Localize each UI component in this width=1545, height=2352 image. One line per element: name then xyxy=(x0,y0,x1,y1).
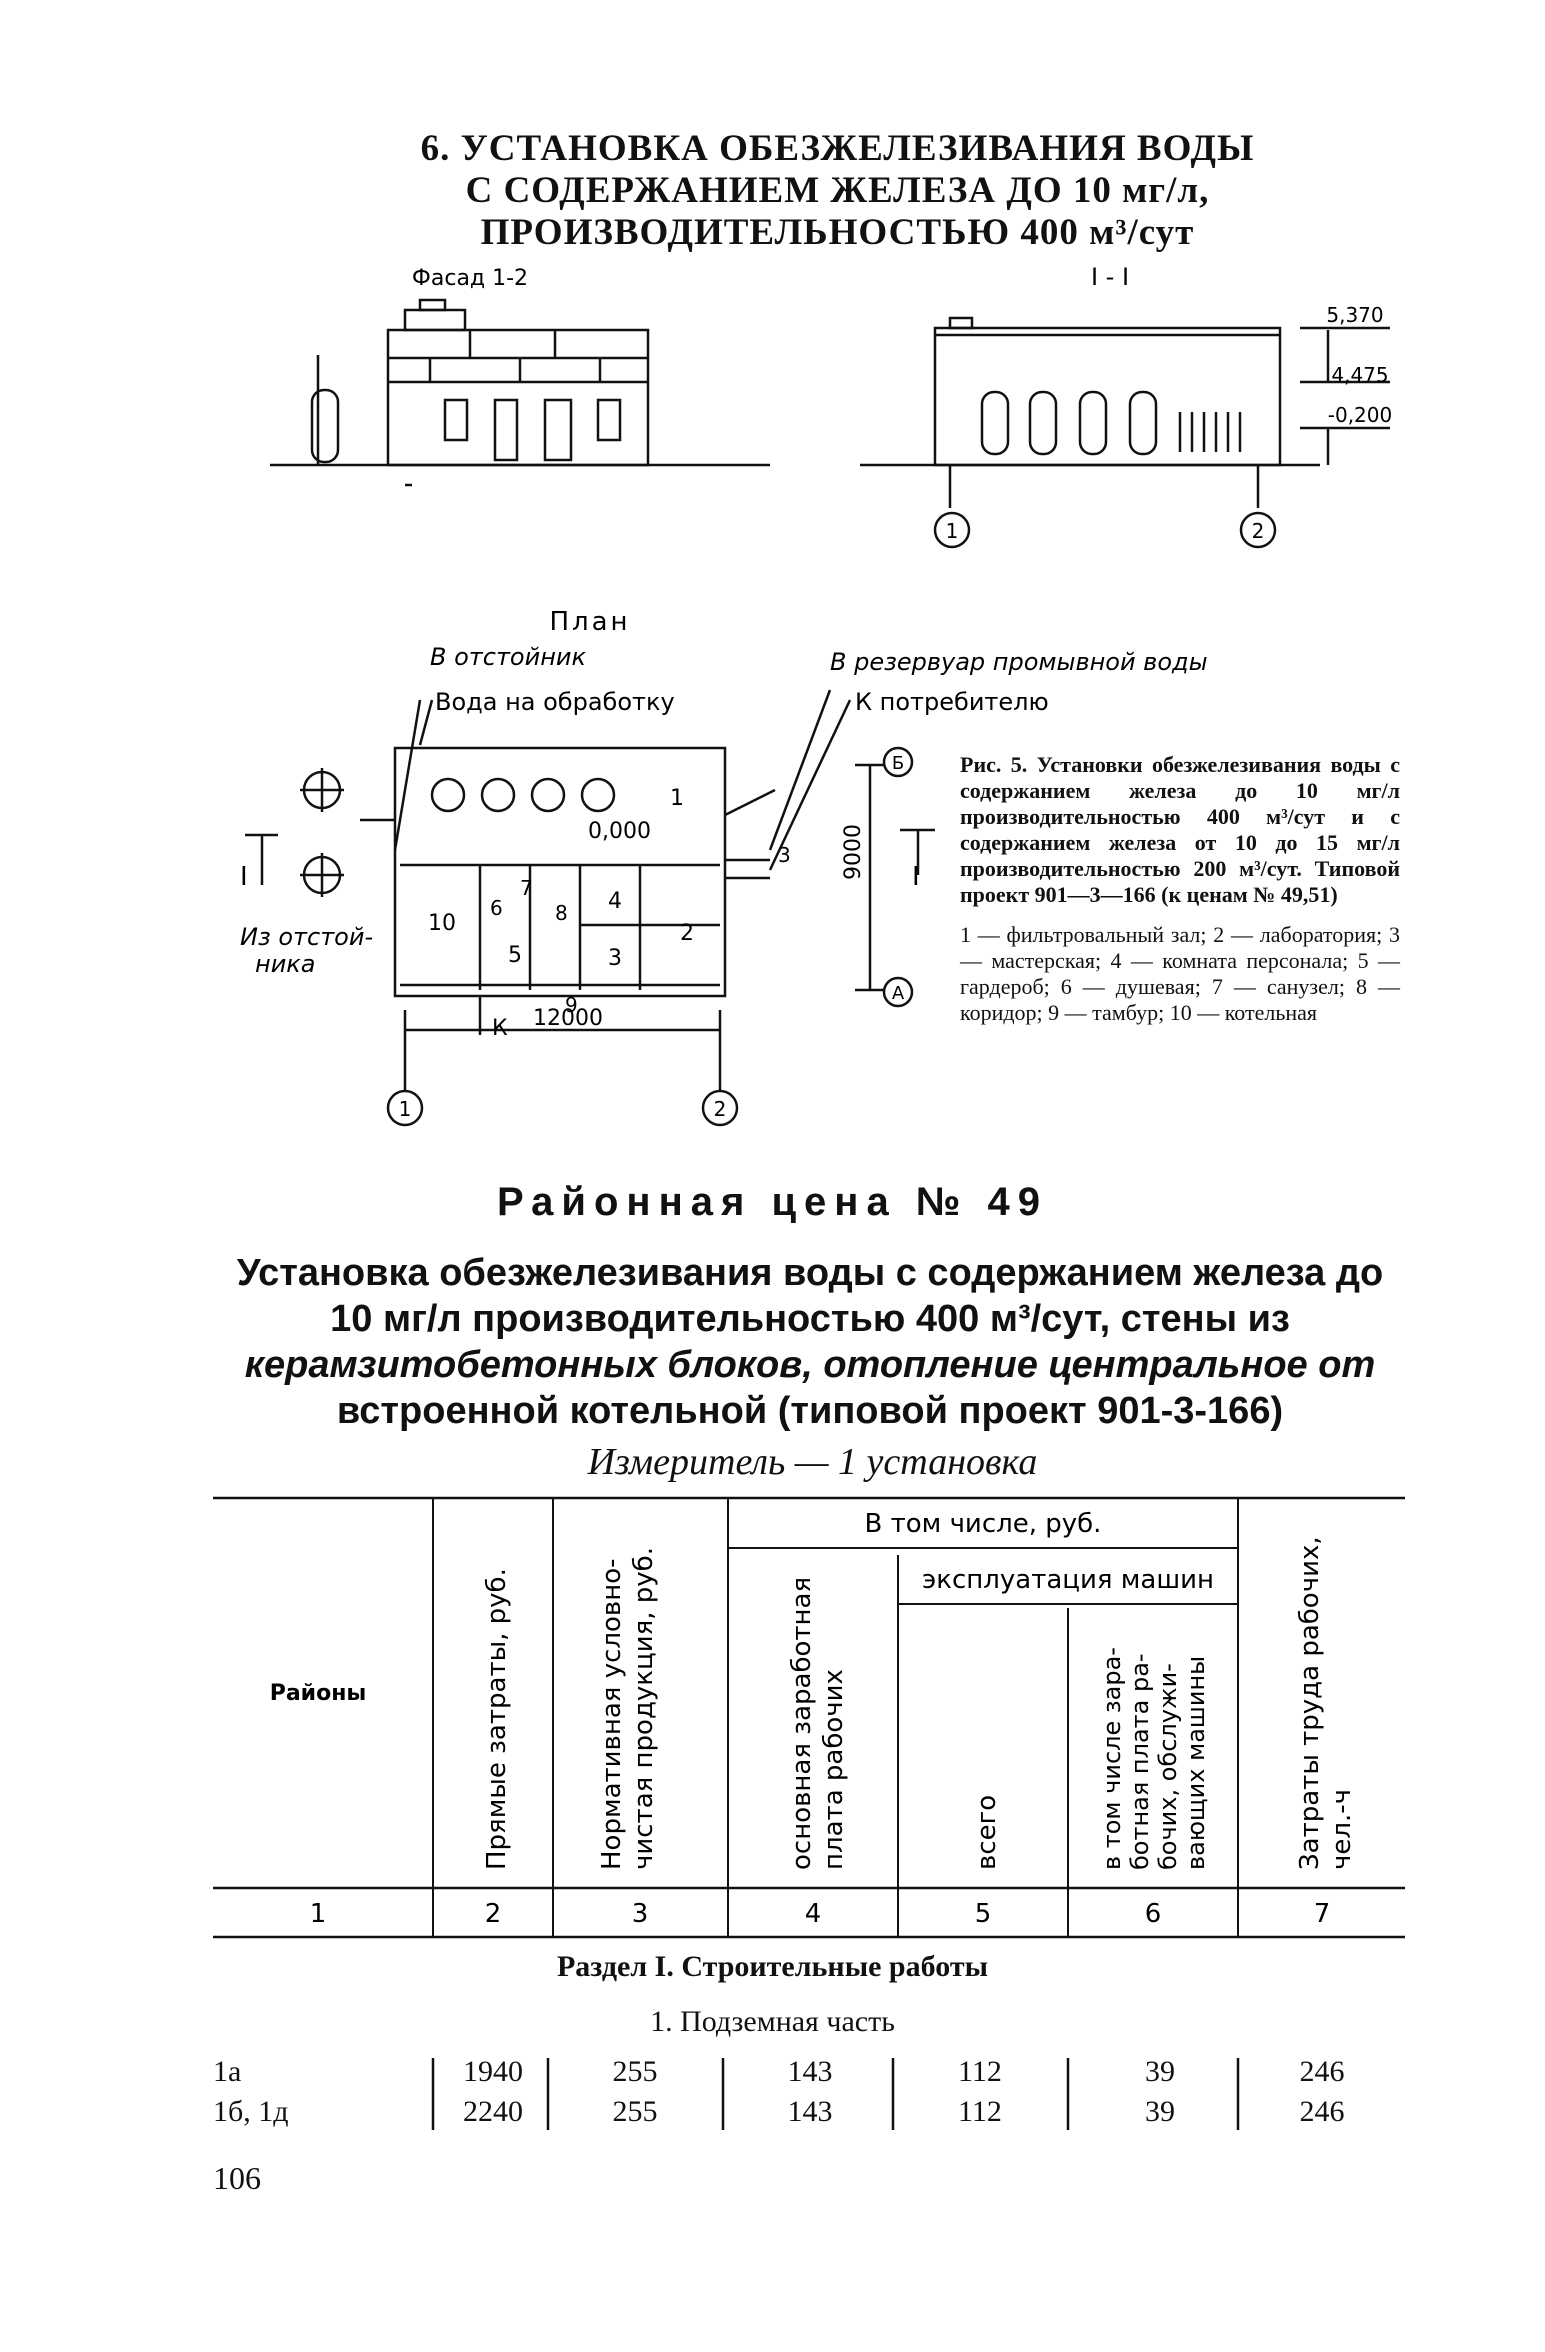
header-incl-wage-1: в том числе зара- xyxy=(1098,1647,1126,1870)
row-2-region: 1б, 1д xyxy=(213,2095,289,2128)
header-regions: Районы xyxy=(270,1681,367,1706)
plan-axis-b: Б xyxy=(892,753,904,774)
header-normative-1: Нормативная условно- xyxy=(597,1558,627,1870)
elev-mid: 4,475 xyxy=(1331,363,1388,387)
facade-label: Фасад 1-2 xyxy=(412,266,528,291)
technical-drawing: Фасад 1-2 I - I 5,370 4,475 -0,200 1 2 П… xyxy=(240,263,1392,1127)
row-1-c6: 39 xyxy=(1145,2055,1175,2088)
section-title-line2: С СОДЕРЖАНИЕМ ЖЕЛЕЗА ДО 10 мг/л, xyxy=(465,170,1210,211)
plan-axis-a: А xyxy=(892,983,905,1004)
header-machine-ops: эксплуатация машин xyxy=(922,1565,1214,1595)
dim-12000: 12000 xyxy=(533,1006,603,1031)
room-10: 10 xyxy=(428,911,456,936)
row-2-c3: 255 xyxy=(612,2095,658,2128)
header-basic-wage-1: основная заработная xyxy=(787,1577,817,1870)
figure-legend: 1 — фильтровальный зал; 2 — лаборатория;… xyxy=(960,922,1400,1025)
row-2-c6: 39 xyxy=(1145,2095,1175,2128)
section-title: 6. УСТАНОВКА ОБЕЗЖЕЛЕЗИВАНИЯ ВОДЫ С СОДЕ… xyxy=(0,128,1545,254)
row-1-c4: 143 xyxy=(787,2055,833,2088)
col-number-7: 7 xyxy=(1314,1899,1331,1929)
measure-unit: Измеритель — 1 установка xyxy=(587,1441,1038,1483)
header-incl-wage-3: бочих, обслужи- xyxy=(1154,1663,1182,1870)
header-total: всего xyxy=(972,1795,1002,1870)
col-number-1: 1 xyxy=(310,1899,327,1929)
page-number: 106 xyxy=(213,2160,261,2196)
mark-k: К xyxy=(492,1016,508,1041)
elev-low: -0,200 xyxy=(1328,403,1392,427)
price-description: Установка обезжелезивания воды с содержа… xyxy=(215,1250,1405,1434)
col-number-2: 2 xyxy=(485,1899,502,1929)
room-6: 6 xyxy=(490,896,503,920)
room-5: 5 xyxy=(508,943,522,968)
from-settler-line1: Из отстой- xyxy=(240,923,373,951)
row-1-region: 1а xyxy=(213,2055,242,2088)
col-number-5: 5 xyxy=(975,1899,992,1929)
mark-i-left: I xyxy=(240,862,248,892)
subsection-heading: 1. Подземная часть xyxy=(650,2005,895,2038)
water-treatment-label: Вода на обработку xyxy=(435,688,675,716)
row-1-c2: 1940 xyxy=(463,2055,523,2088)
room-8: 8 xyxy=(555,901,568,925)
plan-axis-1: 1 xyxy=(399,1097,412,1121)
row-1-c5: 112 xyxy=(958,2055,1002,2088)
from-settler-line2: ника xyxy=(255,950,316,978)
col-number-6: 6 xyxy=(1145,1899,1162,1929)
header-labor-1: Затраты труда рабочих, xyxy=(1295,1536,1325,1870)
room-7: 7 xyxy=(520,876,533,900)
plan-axis-2: 2 xyxy=(714,1097,727,1121)
dim-9000: 9000 xyxy=(841,824,866,880)
desc-italic: керамзитобетонных блоков, отопление цент… xyxy=(244,1344,1376,1386)
row-1-c7: 246 xyxy=(1299,2055,1345,2088)
room-4: 4 xyxy=(608,889,622,914)
row-2-c4: 143 xyxy=(787,2095,833,2128)
figure-text: Рис. 5. Установки обезжелезивания воды с… xyxy=(960,752,1400,907)
header-including: В том числе, руб. xyxy=(865,1509,1102,1539)
plan-label: План xyxy=(549,607,630,637)
section-label: I - I xyxy=(1091,263,1129,291)
section-axis-1: 1 xyxy=(946,519,959,543)
mark-i-right: I xyxy=(912,862,920,892)
to-wash-tank-label: В резервуар промывной воды xyxy=(830,648,1208,676)
room-3: 3 xyxy=(608,946,622,971)
row-2-c2: 2240 xyxy=(463,2095,523,2128)
figure-caption: Рис. 5. Установки обезжелезивания воды с… xyxy=(960,752,1400,1026)
section-axis-2: 2 xyxy=(1252,519,1265,543)
desc-part2: встроенной котельной (типовой проект 901… xyxy=(336,1390,1284,1432)
row-2-c7: 246 xyxy=(1299,2095,1345,2128)
header-incl-wage-2: ботная плата ра- xyxy=(1126,1653,1154,1870)
header-basic-wage-2: плата рабочих xyxy=(819,1669,849,1870)
section-title-line3: ПРОИЗВОДИТЕЛЬНОСТЬЮ 400 м³/сут xyxy=(480,212,1195,253)
room-9: 9 xyxy=(565,993,578,1017)
row-2-c5: 112 xyxy=(958,2095,1002,2128)
to-consumer-label: К потребителю xyxy=(855,688,1049,716)
elev-top: 5,370 xyxy=(1326,303,1383,327)
header-direct-costs: Прямые затраты, руб. xyxy=(482,1568,512,1870)
room-1: 1 xyxy=(670,786,684,811)
to-settler-label: В отстойник xyxy=(430,643,587,671)
header-labor-2: чел.-ч xyxy=(1327,1789,1357,1870)
desc-part1: Установка обезжелезивания воды с содержа… xyxy=(236,1252,1384,1340)
section-heading: Раздел I. Строительные работы xyxy=(556,1950,988,1983)
mark-3: 3 xyxy=(778,843,791,867)
header-normative-2: чистая продукция, руб. xyxy=(629,1547,659,1870)
header-incl-wage-4: вающих машины xyxy=(1182,1656,1210,1870)
col-number-3: 3 xyxy=(632,1899,649,1929)
col-number-4: 4 xyxy=(805,1899,822,1929)
level-000: 0,000 xyxy=(588,819,651,844)
room-2: 2 xyxy=(680,921,694,946)
price-title: Районная цена № 49 xyxy=(497,1180,1048,1224)
row-1-c3: 255 xyxy=(612,2055,658,2088)
section-title-line1: 6. УСТАНОВКА ОБЕЗЖЕЛЕЗИВАНИЯ ВОДЫ xyxy=(420,128,1255,169)
